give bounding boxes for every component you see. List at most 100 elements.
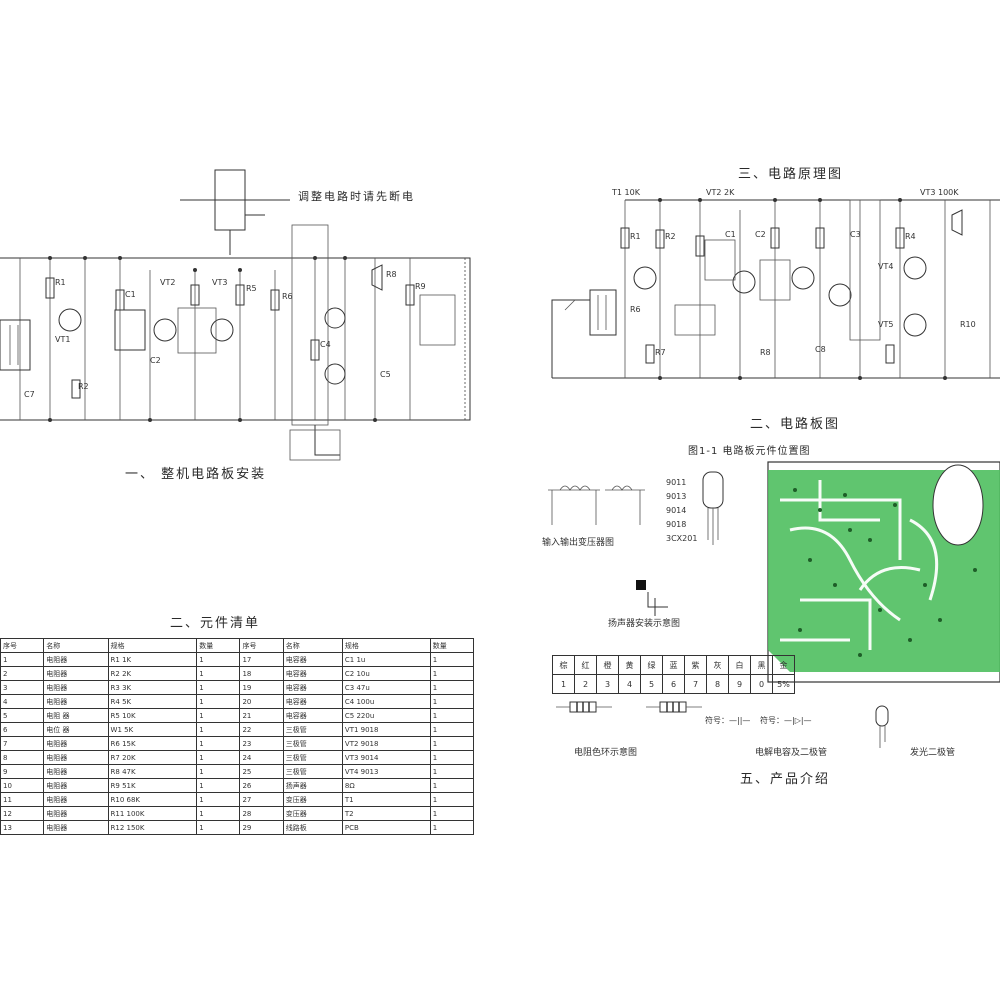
table-cell: 20	[239, 694, 284, 709]
table-cell: 1	[196, 806, 241, 821]
label-r7-r: R7	[655, 348, 666, 357]
table-cell: 电阻 器	[43, 708, 109, 723]
table-cell: VT2 9018	[341, 736, 431, 751]
header-cell: 数量	[429, 638, 475, 653]
pcb-subtitle: 图1-1 电路板元件位置图	[688, 446, 811, 457]
table-cell: VT1 9018	[341, 722, 431, 737]
table-cell: 1	[429, 792, 475, 807]
table-cell: 18	[239, 666, 284, 681]
speaker-caption: 扬声器安装示意图	[608, 619, 681, 629]
table-cell: 电阻器	[43, 792, 109, 807]
label-r1-r: R1	[630, 232, 641, 241]
table-cell: 10	[0, 778, 45, 793]
table-cell: 5	[0, 708, 45, 723]
label-vt2-r: VT2 2K	[706, 188, 735, 197]
label-c2: C2	[150, 356, 161, 365]
table-cell: 线路板	[282, 820, 343, 835]
table-cell: 19	[239, 680, 284, 695]
table-cell: 电阻器	[43, 820, 109, 835]
table-cell: R1 1K	[107, 652, 198, 667]
table-cell: 电阻器	[43, 764, 109, 779]
parts-table-header: 序号 名称 规格 数量 序号 名称 规格 数量	[0, 638, 475, 653]
table-cell: C4 100u	[341, 694, 431, 709]
label-c2-r: C2	[755, 230, 766, 239]
table-cell: 三极管	[282, 736, 343, 751]
label-r8: R8	[386, 270, 397, 279]
table-cell: 12	[0, 806, 45, 821]
table-cell: R5 10K	[107, 708, 198, 723]
table-cell: 29	[239, 820, 284, 835]
table-cell: C3 47u	[341, 680, 431, 695]
parts-title: 二、元件清单	[170, 616, 261, 631]
code-cell: 黑	[750, 655, 773, 675]
table-cell: 25	[239, 764, 284, 779]
components-caption: 电解电容及二极管	[755, 748, 828, 758]
table-cell: 1	[196, 750, 241, 765]
table-cell: 三极管	[282, 764, 343, 779]
table-cell: 4	[0, 694, 45, 709]
table-cell: 三极管	[282, 722, 343, 737]
table-cell: 3	[0, 680, 45, 695]
table-cell: 8	[0, 750, 45, 765]
table-cell: T1	[341, 792, 431, 807]
table-cell: R9 51K	[107, 778, 198, 793]
table-cell: 1	[429, 750, 475, 765]
table-cell: 电容器	[282, 666, 343, 681]
table-cell: 13	[0, 820, 45, 835]
label-c7: C7	[24, 390, 35, 399]
label-vt2: VT2	[160, 278, 176, 287]
code-cell: 橙	[596, 655, 619, 675]
model-9014: 9014	[666, 506, 687, 515]
table-cell: 电阻器	[43, 736, 109, 751]
label-c4: C4	[320, 340, 331, 349]
table-cell: R2 2K	[107, 666, 198, 681]
table-cell: 1	[429, 764, 475, 779]
label-vt4-r: VT4	[878, 262, 894, 271]
table-cell: 1	[429, 736, 475, 751]
table-cell: 1	[429, 652, 475, 667]
table-cell: 11	[0, 792, 45, 807]
label-r6: R6	[282, 292, 293, 301]
code-cell: 金	[772, 655, 795, 675]
table-cell: 电阻器	[43, 778, 109, 793]
table-cell: 1	[196, 820, 241, 835]
code-cell: 8	[706, 674, 729, 694]
label-r9: R9	[415, 282, 426, 291]
table-cell: 1	[196, 792, 241, 807]
model-9018: 9018	[666, 520, 687, 529]
table-cell: R3 3K	[107, 680, 198, 695]
table-cell: 28	[239, 806, 284, 821]
code-cell: 蓝	[662, 655, 685, 675]
table-cell: C5 220u	[341, 708, 431, 723]
table-cell: 1	[429, 722, 475, 737]
table-cell: 21	[239, 708, 284, 723]
code-cell: 2	[574, 674, 597, 694]
table-cell: 1	[196, 652, 241, 667]
header-cell: 名称	[282, 638, 343, 653]
code-cell: 6	[662, 674, 685, 694]
label-c1: C1	[125, 290, 136, 299]
label-vt3: VT3	[212, 278, 228, 287]
right-schematic-title: 三、电路原理图	[738, 167, 844, 182]
model-9011: 9011	[666, 478, 687, 487]
table-cell: 电容器	[282, 708, 343, 723]
code-cell: 白	[728, 655, 751, 675]
table-cell: 1	[196, 694, 241, 709]
label-c8-r: C8	[815, 345, 826, 354]
table-cell: 22	[239, 722, 284, 737]
code-cell: 3	[596, 674, 619, 694]
table-cell: C1 1u	[341, 652, 431, 667]
header-cell: 规格	[341, 638, 431, 653]
table-cell: 1	[196, 778, 241, 793]
color-code-table: 棕 红 橙 黄 绿 蓝 紫 灰 白 黑 金 1 2 3 4 5 6 7 8 9 …	[552, 655, 795, 694]
code-cell: 绿	[640, 655, 663, 675]
transformer-caption: 输入输出变压器图	[542, 538, 615, 548]
